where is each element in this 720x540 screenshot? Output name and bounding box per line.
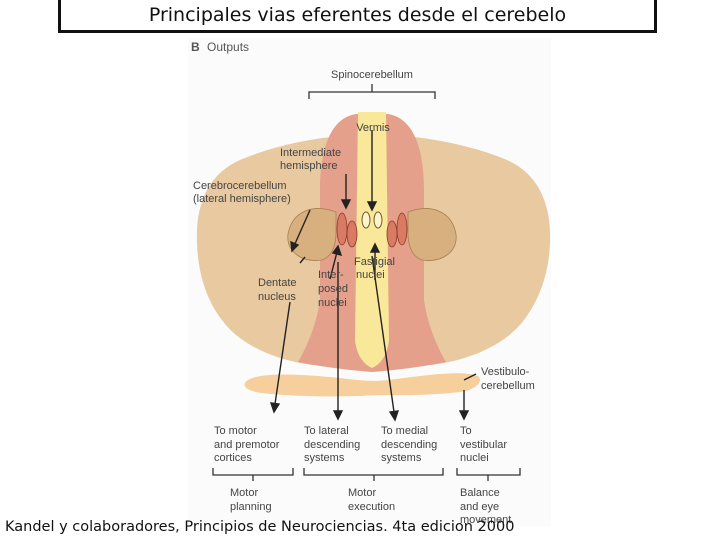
function-execution-1: Motor (348, 487, 376, 499)
function-balance-1: Balance (460, 487, 500, 499)
dentate-nucleus-left (287, 208, 337, 261)
target-vestibular-2: vestibular (460, 439, 507, 451)
target-motor-cortices-3: cortices (214, 452, 252, 464)
target-motor-cortices-2: and premotor (214, 439, 280, 451)
target-vestibular-1: To (460, 425, 472, 437)
interposed-nucleus-r2 (386, 220, 398, 248)
function-balance-3: movement (460, 514, 511, 526)
intermediate-label-2: hemisphere (280, 160, 337, 172)
output-arrows (269, 255, 470, 422)
label-arrows (290, 130, 477, 381)
target-medial-3: systems (381, 452, 422, 464)
citation-caption: Kandel y colaboradores, Principios de Ne… (5, 519, 515, 535)
dentate-label-2: nucleus (258, 291, 296, 303)
intermediate-label-1: Intermediate (280, 147, 341, 159)
interposed-nucleus-r1 (396, 212, 408, 246)
function-brackets (212, 468, 521, 481)
interposed-nucleus-l2 (346, 220, 358, 248)
target-vestibular-3: nuclei (460, 452, 489, 464)
target-motor-cortices-1: To motor (214, 425, 257, 437)
title-box: Principales vias eferentes desde el cere… (58, 0, 657, 33)
function-planning-2: planning (230, 501, 272, 513)
dentate-label-1: Dentate (258, 277, 297, 289)
panel-heading: Outputs (207, 40, 249, 54)
vermis-zone (355, 112, 389, 368)
cerebro-label-1: Cerebrocerebellum (193, 180, 287, 192)
interposed-label-3: nuclei (318, 297, 347, 309)
target-medial-1: To medial (381, 425, 428, 437)
target-labels: To motor and premotor cortices To latera… (214, 425, 507, 464)
fastigial-nucleus-left (361, 211, 371, 229)
target-medial-2: descending (381, 439, 437, 451)
fastigial-nucleus-right (373, 211, 383, 229)
vestibulo-label-2: cerebellum (481, 380, 535, 392)
vestibulo-label-1: Vestibulo- (481, 366, 530, 378)
interposed-label-1: Inter- (318, 269, 344, 281)
slide-title: Principales vias eferentes desde el cere… (148, 4, 567, 26)
target-lateral-1: To lateral (304, 425, 349, 437)
function-labels: Motor planning Motor execution Balance a… (230, 487, 511, 526)
interposed-label-2: posed (318, 283, 348, 295)
cerebro-label-2: (lateral hemisphere) (193, 193, 291, 205)
function-planning-1: Motor (230, 487, 258, 499)
spinocerebellum-bracket (308, 84, 436, 99)
fastigial-label-1: Fastigial (354, 256, 395, 268)
function-execution-2: execution (348, 501, 395, 513)
dentate-nucleus-right (407, 208, 457, 261)
target-lateral-2: descending (304, 439, 360, 451)
fastigial-label-2: nuclei (356, 269, 385, 281)
vestibulocerebellum (244, 373, 480, 397)
panel-letter: B (191, 40, 200, 54)
vermis-label: Vermis (356, 122, 390, 134)
spinocerebellum-label: Spinocerebellum (331, 69, 413, 81)
interposed-nucleus-l1 (336, 212, 348, 246)
target-lateral-3: systems (304, 452, 345, 464)
function-balance-2: and eye (460, 501, 499, 513)
